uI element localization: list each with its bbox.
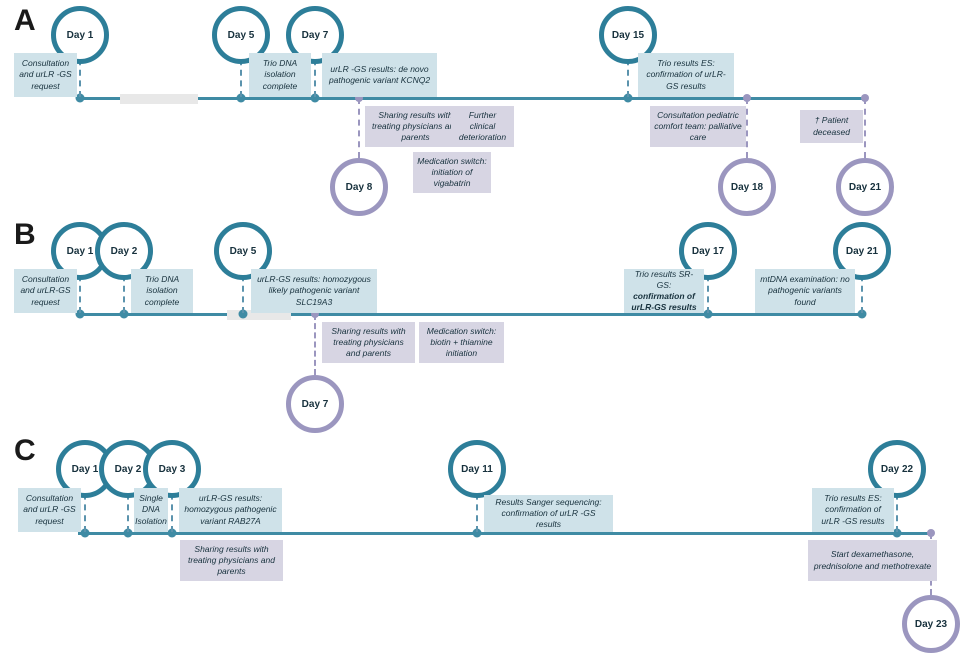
panel-c-dot-day1 — [80, 528, 90, 538]
panel-a-milestone-day8[interactable]: Day 8 — [330, 158, 388, 216]
panel-b-event-box: Consultation and urLR-GS request — [14, 269, 77, 313]
panel-b-event-box: Medication switch: biotin + thiamine ini… — [419, 322, 504, 363]
panel-b-dot-day1 — [75, 309, 85, 319]
milestone-label: Day 1 — [66, 29, 94, 41]
panel-a: A Day 1 Day 5 Day 7 Day 15 Day 8 Day 18 … — [0, 0, 973, 216]
panel-c-event-box: Single DNA Isolation — [134, 488, 168, 532]
milestone-label: Day 5 — [227, 29, 255, 41]
panel-a-event-box: urLR -GS results: de novo pathogenic var… — [322, 53, 437, 97]
milestone-label: Day 3 — [158, 463, 186, 475]
panel-c-stem-day2 — [127, 472, 129, 532]
panel-b-stem-day2 — [123, 254, 125, 313]
panel-c-dot-day11 — [472, 528, 482, 538]
milestone-label: Day 11 — [461, 463, 493, 475]
panel-c-event-box: Start dexamethasone, prednisolone and me… — [808, 540, 937, 581]
panel-b-stem-day7 — [314, 314, 316, 375]
panel-b-dot-day21 — [857, 309, 867, 319]
milestone-label: Day 2 — [110, 245, 138, 257]
panel-a-dot-day15 — [623, 93, 633, 103]
panel-a-dot-day7 — [310, 93, 320, 103]
panel-c-event-box: urLR-GS results: homozygous pathogenic v… — [179, 488, 282, 532]
panel-a-axis-highlight — [120, 94, 198, 104]
panel-a-stem-day8 — [358, 98, 360, 158]
milestone-label: Day 8 — [345, 181, 373, 193]
panel-c-milestone-day22[interactable]: Day 22 — [868, 440, 926, 498]
milestone-label: Day 1 — [66, 245, 94, 257]
panel-b-milestone-day7[interactable]: Day 7 — [286, 375, 344, 433]
panel-c-milestone-day23[interactable]: Day 23 — [902, 595, 960, 653]
panel-a-stem-day21 — [864, 98, 866, 158]
panel-a-stem-day5 — [240, 38, 242, 97]
panel-b-stem-day1 — [79, 254, 81, 313]
panel-b-event-box: mtDNA examination: no pathogenic variant… — [755, 269, 855, 313]
milestone-label: Day 2 — [114, 463, 142, 475]
panel-a-stem-day15 — [627, 38, 629, 97]
panel-b-dot-day17 — [703, 309, 713, 319]
panel-a-stem-day1 — [79, 38, 81, 97]
milestone-label: Day 1 — [71, 463, 99, 475]
panel-a-event-box: † Patient deceased — [800, 110, 863, 143]
panel-c-stem-day3 — [171, 472, 173, 532]
panel-a-milestone-day21[interactable]: Day 21 — [836, 158, 894, 216]
milestone-label: Day 7 — [301, 29, 329, 41]
panel-a-letter: A — [14, 4, 36, 37]
panel-b-stem-day5 — [242, 254, 244, 313]
panel-a-stem-day18 — [746, 98, 748, 158]
panel-b-event-box: Sharing results with treating physicians… — [322, 322, 415, 363]
milestone-label: Day 7 — [301, 398, 329, 410]
panel-b-milestone-day21[interactable]: Day 21 — [833, 222, 891, 280]
panel-c-stem-day11 — [476, 472, 478, 532]
milestone-label: Day 21 — [848, 181, 882, 193]
milestone-label: Day 5 — [229, 245, 257, 257]
panel-c-event-box: Trio results ES: confirmation of urLR -G… — [812, 488, 894, 532]
panel-c-milestone-day11[interactable]: Day 11 — [448, 440, 506, 498]
panel-c-dot-day22 — [892, 528, 902, 538]
milestone-label: Day 18 — [730, 181, 764, 193]
panel-c: C Day 1 Day 2 Day 3 Day 11 Day 22 Day 23… — [0, 422, 973, 653]
panel-a-event-box: Medication switch: initiation of vigabat… — [413, 152, 491, 193]
panel-a-milestone-day18[interactable]: Day 18 — [718, 158, 776, 216]
milestone-label: Day 15 — [611, 29, 645, 41]
panel-c-event-box: Consultation and urLR -GS request — [18, 488, 81, 532]
panel-b-axis — [78, 313, 866, 316]
panel-c-letter: C — [14, 434, 36, 467]
panel-c-dot-day2 — [123, 528, 133, 538]
milestone-label: Day 17 — [691, 245, 725, 257]
panel-a-event-box: Trio DNA isolation complete — [249, 53, 311, 97]
panel-a-stem-day7 — [314, 38, 316, 97]
panel-b-dot-day2 — [119, 309, 129, 319]
panel-a-event-box: Sharing results with treating physicians… — [365, 106, 466, 147]
panel-c-event-box: Results Sanger sequencing: confirmation … — [484, 495, 613, 532]
panel-a-axis — [78, 97, 868, 100]
panel-a-event-box: Further clinical deterioration — [451, 106, 514, 147]
panel-c-dot-day3 — [167, 528, 177, 538]
panel-a-event-box: Trio results ES: confirmation of urLR-GS… — [638, 53, 734, 97]
panel-b-stem-day21 — [861, 254, 863, 313]
panel-a-event-box: Consultation pediatric comfort team: pal… — [650, 106, 746, 147]
milestone-label: Day 21 — [845, 245, 879, 257]
panel-c-stem-day1 — [84, 472, 86, 532]
panel-b-letter: B — [14, 218, 36, 251]
milestone-label: Day 22 — [880, 463, 914, 475]
panel-c-axis — [78, 532, 934, 535]
panel-b-dot-day5 — [238, 309, 248, 319]
panel-b-axis-highlight — [227, 310, 291, 320]
milestone-label: Day 23 — [914, 618, 948, 630]
panel-b-stem-day17 — [707, 254, 709, 313]
panel-b-event-box: Trio DNA isolation complete — [131, 269, 193, 313]
panel-b-event-box: urLR-GS results: homozygous likely patho… — [251, 269, 377, 313]
panel-a-dot-day5 — [236, 93, 246, 103]
panel-c-stem-day22 — [896, 472, 898, 532]
panel-b: B Day 1 Day 2 Day 5 Day 17 Day 21 Day 7 … — [0, 212, 973, 433]
panel-a-dot-day1 — [75, 93, 85, 103]
panel-c-event-box: Sharing results with treating physicians… — [180, 540, 283, 581]
panel-a-event-box: Consultation and urLR -GS request — [14, 53, 77, 97]
